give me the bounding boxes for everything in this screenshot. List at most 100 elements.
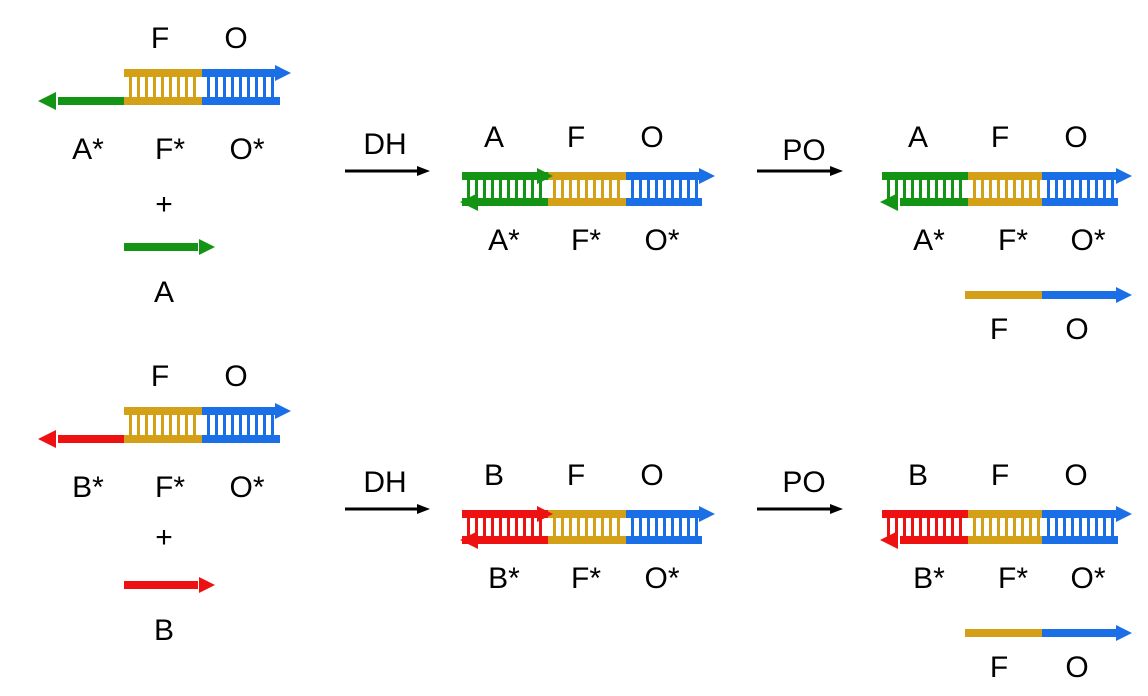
domain-F [548,510,626,544]
base-pair-tick [1021,518,1024,536]
arrow-head [830,166,843,176]
base-pair-tick [585,514,588,540]
label-F-star: F* [571,562,601,595]
released-arrow-head [1116,287,1132,303]
label-F: F [567,121,585,154]
base-pair-tick [1111,514,1114,540]
base-pair-tick [981,518,984,536]
base-pair-tick [231,73,234,101]
base-pair-tick [1037,518,1040,536]
po-arrow [757,504,843,514]
base-pairs [553,514,620,540]
label-O-star: O* [1070,224,1105,257]
base-pairs [207,411,274,439]
base-pair-tick [679,176,682,202]
base-pair-tick [887,176,890,202]
base-pair-tick [655,514,658,540]
base-pair-tick [1079,176,1082,202]
dh-arrow [345,504,430,514]
label-O: O [1064,121,1087,154]
strand-arrow-head [199,577,215,593]
base-pair-tick [553,514,556,540]
base-pairs [631,176,698,202]
base-pairs-toehold [887,176,962,202]
base-pair-tick [943,176,946,202]
label-O: O [224,22,247,55]
base-pair-tick [989,180,992,198]
top-strand-toehold [882,172,968,180]
base-pair-tick [919,176,922,202]
label-toehold-star: B* [72,471,104,504]
base-pair-tick [1087,176,1090,202]
base-pair-tick [177,73,180,101]
base-pair-tick [1005,180,1008,198]
label-toehold-star: B* [913,562,945,595]
base-pair-tick [631,514,634,540]
base-pairs [467,176,542,202]
base-pair-tick [951,514,954,540]
arrow-head-O [275,65,291,81]
released-F [965,291,1042,299]
base-pair-tick [255,73,258,101]
base-pair-tick [207,73,210,101]
base-pair-tick [153,73,156,101]
arrow-head-toehold [537,168,553,184]
base-pair-tick [577,514,580,540]
base-pair-tick [491,514,494,540]
base-pair-tick [617,176,620,202]
base-pair-tick [1111,176,1114,202]
strand-body [124,581,198,589]
base-pair-tick [215,73,218,101]
base-pair-tick [177,411,180,439]
released-arrow-head [1116,625,1132,641]
base-pair-tick [1071,176,1074,202]
base-pair-tick [153,411,156,439]
base-pair-tick [1103,176,1106,202]
label-toehold-star: A* [488,224,520,257]
base-pair-tick [207,411,210,439]
base-pair-tick [271,411,274,439]
base-pair-tick [609,176,612,202]
base-pair-tick [569,514,572,540]
base-pair-tick [239,411,242,439]
arrow-head-toehold-star [460,193,478,211]
base-pair-tick [959,514,962,540]
base-pairs [129,73,196,101]
base-pair-tick [1087,514,1090,540]
arrow-shaft [345,507,418,511]
arrow-head-O [699,506,715,522]
base-pair-tick [935,514,938,540]
label-O: O [224,360,247,393]
base-pair-tick [1055,514,1058,540]
label-toehold-star: B* [488,562,520,595]
arrow-shaft [345,169,418,173]
base-pairs [631,514,698,540]
label-F: F [567,459,585,492]
step-po: PO [757,466,843,514]
base-pair-tick [137,73,140,101]
base-pair-tick [663,176,666,202]
base-pair-tick [911,176,914,202]
base-pair-tick [215,411,218,439]
base-pair-tick [231,411,234,439]
base-pair-tick [989,518,992,536]
base-pairs-O [1047,514,1114,540]
base-pair-tick [129,411,132,439]
base-pair-tick [1071,514,1074,540]
toehold-arrow-head [38,92,56,110]
label-F-star: F* [155,133,185,166]
invading-strand: B [124,577,215,647]
base-pairs-toehold [887,514,962,540]
toehold-arrow-head [38,430,56,448]
label-O-star: O* [644,562,679,595]
base-pair-tick [247,411,250,439]
base-pair-tick [539,176,542,202]
base-pair-tick [959,176,962,202]
base-pair-tick [1037,180,1040,198]
label-strand: B [154,614,174,647]
base-pair-tick [129,73,132,101]
base-pair-tick [593,514,596,540]
step-label-po: PO [782,134,825,167]
